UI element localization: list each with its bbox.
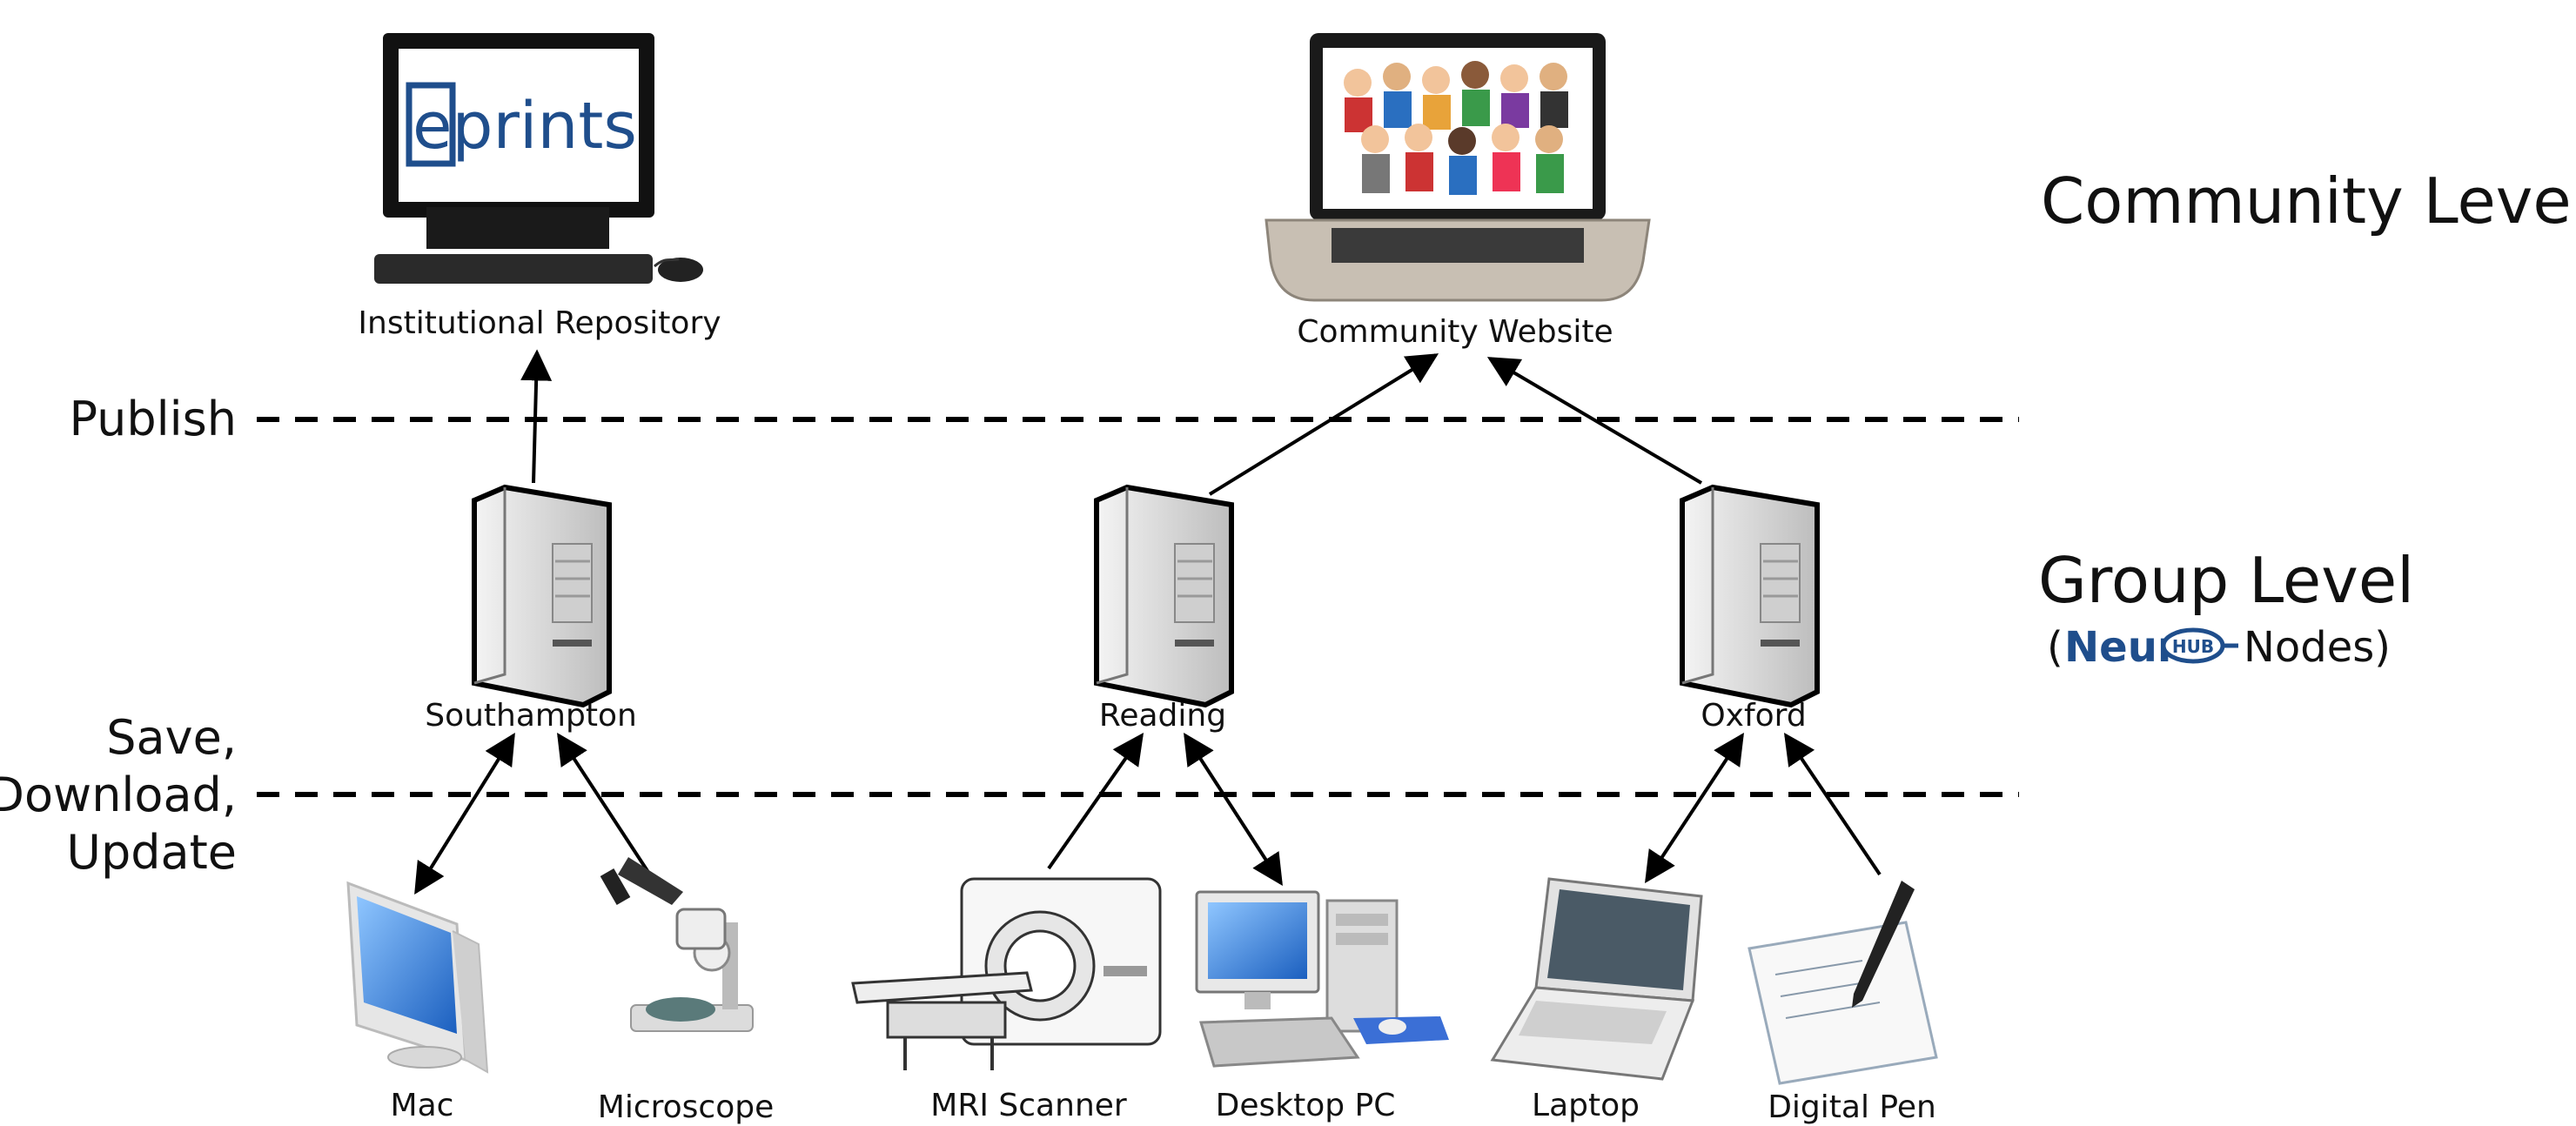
southampton-label: Southampton	[425, 698, 637, 734]
laptop-label: Laptop	[1532, 1088, 1640, 1123]
svg-text:HUB: HUB	[2172, 636, 2214, 657]
digital-pen-icon	[1748, 881, 1938, 1085]
microscope-label: Microscope	[598, 1089, 774, 1125]
reading-server-icon	[1097, 487, 1231, 705]
eprints-logo: eprints	[413, 89, 637, 164]
arrow-oxford-to-website	[1486, 357, 1703, 485]
arrow-oxford-laptop	[1645, 732, 1744, 884]
crowd-illustration	[1344, 61, 1568, 195]
southampton-server-icon	[474, 487, 609, 705]
save-label: Save,	[106, 710, 237, 765]
community-level-label: Community Level	[2041, 164, 2576, 238]
institutional-repository-icon: eprints	[374, 33, 703, 284]
laptop-icon	[1490, 877, 1703, 1081]
community-website-icon	[1265, 33, 1651, 302]
svg-text:(: (	[2047, 623, 2063, 672]
svg-text:Nodes): Nodes)	[2244, 623, 2391, 672]
arrow-mri-reading	[1047, 733, 1144, 870]
connection-arrows	[414, 349, 1882, 895]
microscope-icon	[600, 857, 754, 1032]
desktop-pc-icon	[1195, 890, 1449, 1068]
arrow-microscope-southampton	[557, 732, 654, 881]
mac-icon	[346, 881, 489, 1074]
download-label: Download,	[0, 767, 237, 822]
repository-label: Institutional Repository	[358, 305, 721, 341]
oxford-server-icon	[1682, 487, 1817, 705]
update-label: Update	[66, 825, 237, 880]
group-level-label: Group Level	[2038, 544, 2414, 617]
neurohub-logo: Neur	[2064, 623, 2178, 672]
pen-label: Digital Pen	[1768, 1089, 1936, 1125]
mri-label: MRI Scanner	[930, 1088, 1127, 1123]
reading-label: Reading	[1099, 698, 1226, 734]
desktop-label: Desktop PC	[1216, 1088, 1396, 1123]
mac-label: Mac	[391, 1088, 454, 1123]
arrow-southampton-to-repository	[520, 349, 553, 484]
publish-label: Publish	[70, 392, 237, 446]
oxford-label: Oxford	[1701, 698, 1806, 734]
arrow-southampton-mac	[414, 732, 515, 895]
mri-scanner-icon	[851, 877, 1162, 1070]
website-label: Community Website	[1297, 314, 1613, 350]
arrow-reading-desktop	[1184, 732, 1283, 887]
neurohub-nodes-caption: ( Neur HUB Nodes)	[2047, 623, 2391, 672]
arrow-reading-to-website	[1208, 353, 1439, 496]
arrow-pen-oxford	[1783, 733, 1882, 876]
